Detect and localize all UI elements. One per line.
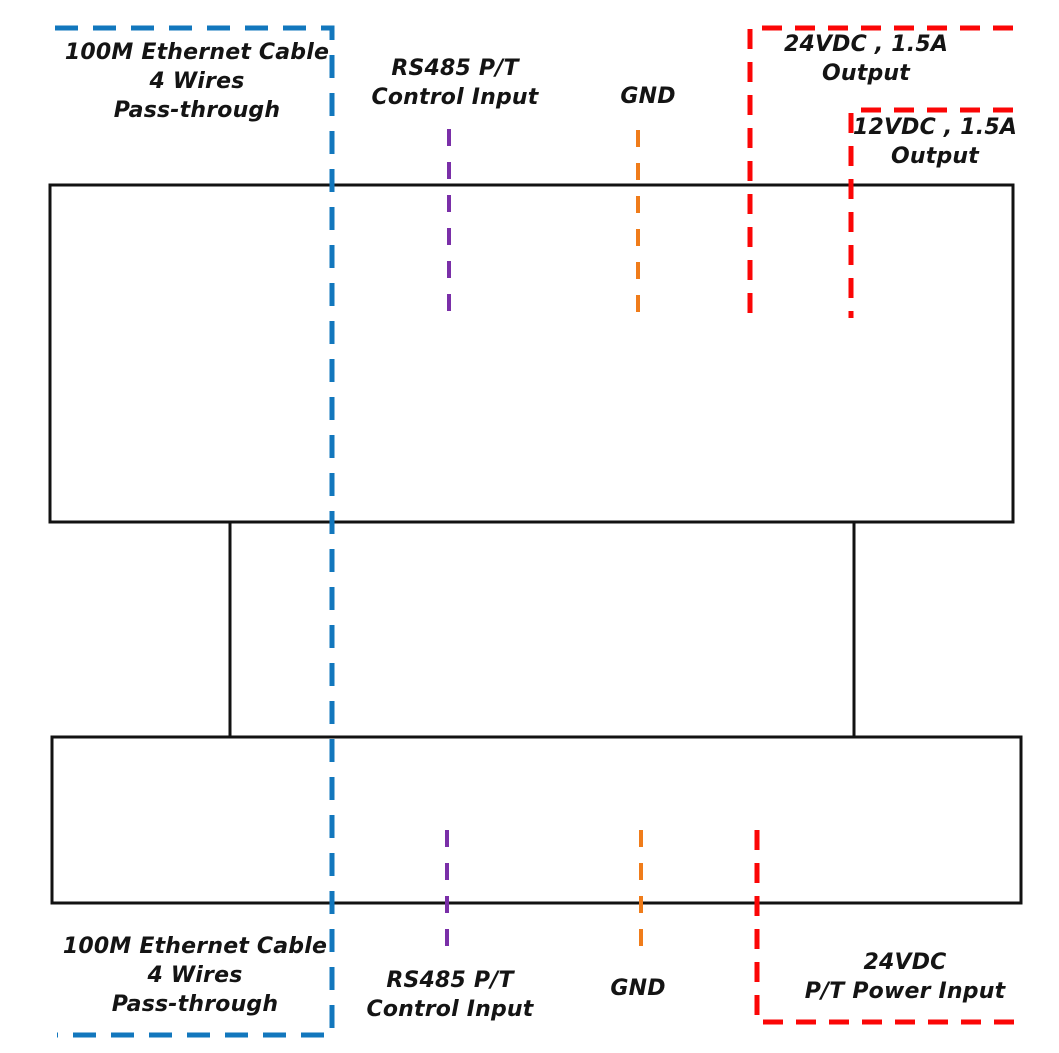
power-input-24vdc-label-line1: 24VDC bbox=[863, 950, 947, 975]
rs485-label-bottom-line1: RS485 P/T bbox=[386, 968, 514, 993]
power-input-24vdc-label: 24VDC P/T Power Input bbox=[790, 948, 1020, 1006]
output-24vdc-label: 24VDC , 1.5A Output bbox=[758, 30, 974, 88]
power-input-24vdc-label-line2: P/T Power Input bbox=[804, 979, 1006, 1005]
rs485-label-bottom: RS485 P/T Control Input bbox=[350, 966, 550, 1024]
rs485-label-top-line1: RS485 P/T bbox=[391, 56, 519, 81]
output-12vdc-label-line2: Output bbox=[890, 144, 979, 170]
ethernet-cable-label-top-line3: Pass-through bbox=[113, 98, 281, 124]
power-input-24vdc-wire bbox=[754, 830, 1023, 1025]
rs485-label-top-line2: Control Input bbox=[371, 85, 539, 111]
gnd-label-top-line1: GND bbox=[620, 84, 676, 109]
ethernet-cable-label-bottom: 100M Ethernet Cable 4 Wires Pass-through bbox=[55, 932, 335, 1019]
ethernet-cable-label-top-line1: 100M Ethernet Cable bbox=[64, 40, 330, 65]
output-12vdc-label: 12VDC , 1.5A Output bbox=[828, 113, 1042, 171]
ethernet-cable-label-top: 100M Ethernet Cable 4 Wires Pass-through bbox=[57, 38, 337, 125]
ethernet-cable-label-top-line2: 4 Wires bbox=[149, 69, 245, 95]
ethernet-cable-label-bottom-line1: 100M Ethernet Cable bbox=[62, 934, 328, 959]
output-24vdc-label-line2: Output bbox=[821, 61, 910, 87]
rs485-label-bottom-line2: Control Input bbox=[366, 997, 534, 1023]
output-24vdc-label-line1: 24VDC , 1.5A bbox=[783, 32, 949, 57]
ethernet-cable-path bbox=[55, 25, 335, 1038]
gnd-label-bottom: GND bbox=[588, 974, 688, 1003]
output-12vdc-wire bbox=[848, 107, 1013, 318]
bottom-device-box bbox=[50, 735, 1023, 905]
top-device-box bbox=[48, 183, 1015, 524]
ethernet-cable-label-bottom-line3: Pass-through bbox=[111, 992, 279, 1018]
ethernet-cable-label-bottom-line2: 4 Wires bbox=[147, 963, 243, 989]
gnd-label-bottom-line1: GND bbox=[610, 976, 666, 1001]
rs485-label-top: RS485 P/T Control Input bbox=[355, 54, 555, 112]
output-12vdc-label-line1: 12VDC , 1.5A bbox=[852, 115, 1018, 140]
gnd-label-top: GND bbox=[598, 82, 698, 111]
